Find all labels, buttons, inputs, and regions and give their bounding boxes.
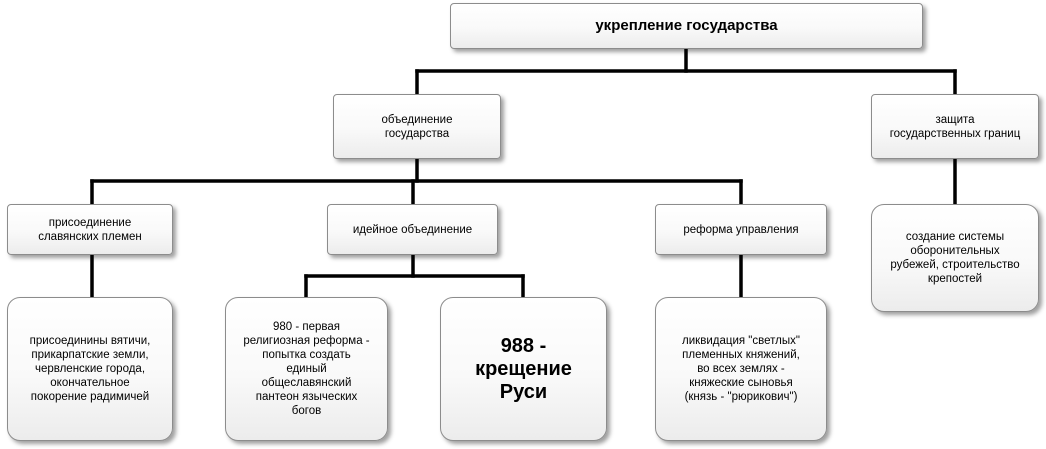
node-annexation-detail: присоединины вятичи, прикарпатские земли… [7,297,173,441]
node-administrative-reform: реформа управления [655,204,827,255]
node-ideological-unification: идейное объединение [327,204,498,255]
node-reform-detail: ликвидация "светлых" племенных княжений,… [655,297,827,441]
node-strengthening-state: укрепление государства [450,3,923,49]
node-defense-system-detail: создание системы оборонительных рубежей,… [871,204,1039,312]
node-annexation-of-tribes: присоединение славянских племен [7,204,173,255]
node-first-religious-reform: 980 - первая религиозная реформа - попыт… [225,297,388,441]
node-baptism-of-rus: 988 - крещение Руси [440,297,607,441]
node-state-unification: объединение государства [333,94,501,159]
node-border-protection: защита государственных границ [871,94,1039,159]
